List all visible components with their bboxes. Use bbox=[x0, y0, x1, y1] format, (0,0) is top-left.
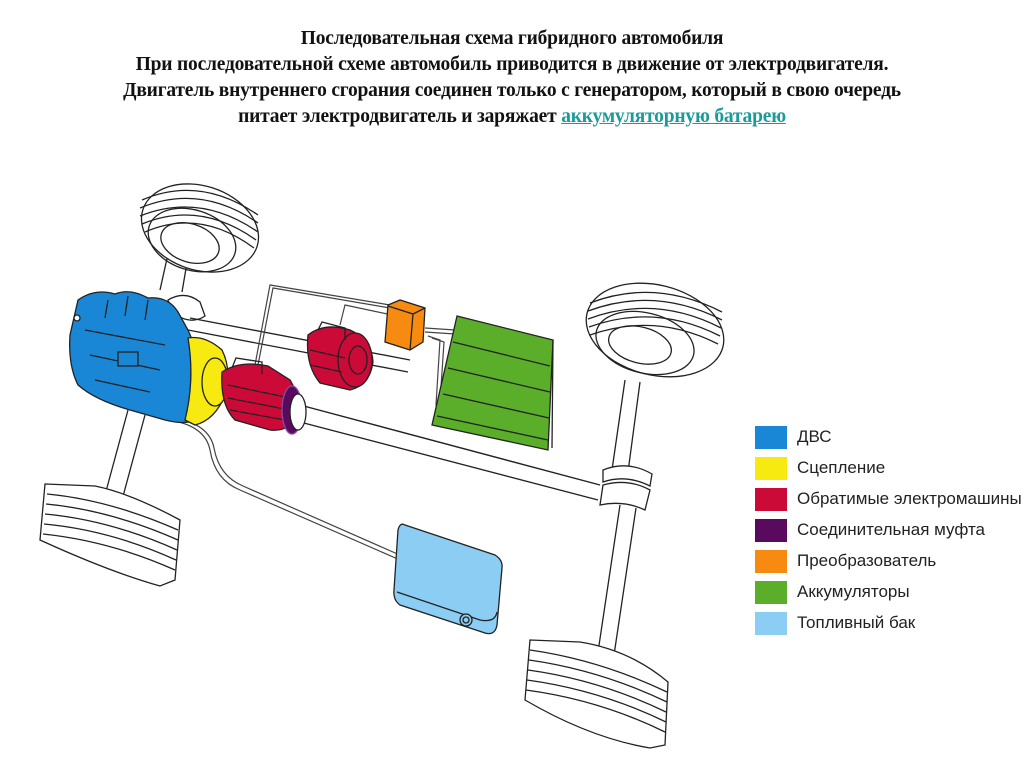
wheel-front-lower-right bbox=[524, 639, 669, 749]
wheel-rear-lower-left bbox=[39, 483, 181, 587]
legend-swatch-fuel-tank bbox=[755, 612, 787, 635]
legend-item-batteries: Аккумуляторы bbox=[755, 581, 1022, 612]
title-line-3: Двигатель внутреннего сгорания соединен … bbox=[123, 80, 901, 101]
legend-label-fuel-tank: Топливный бак bbox=[797, 613, 916, 632]
engine-ice bbox=[69, 291, 201, 424]
legend-item-electric-machines: Обратимые электромашины bbox=[755, 488, 1022, 519]
legend-swatch-batteries bbox=[755, 581, 787, 604]
shafts bbox=[104, 317, 653, 656]
legend-label-clutch: Сцепление bbox=[797, 458, 886, 477]
legend-swatch-engine bbox=[755, 426, 787, 449]
legend-label-electric-machines: Обратимые электромашины bbox=[797, 489, 1022, 508]
title-block: Последовательная схема гибридного автомо… bbox=[0, 26, 1024, 130]
legend-item-engine: ДВС bbox=[755, 426, 1022, 457]
title-line-4: питает электродвигатель и заряжает аккум… bbox=[0, 104, 1024, 130]
title-line-4-text: питает электродвигатель и заряжает bbox=[238, 106, 562, 127]
wheel-front-right bbox=[585, 282, 725, 378]
battery-link[interactable]: аккумуляторную батарею bbox=[561, 106, 786, 127]
batteries bbox=[431, 315, 554, 451]
legend-label-coupling: Соединительная муфта bbox=[797, 520, 985, 539]
legend-item-clutch: Сцепление bbox=[755, 457, 1022, 488]
legend: ДВС Сцепление Обратимые электромашины Со… bbox=[755, 426, 1022, 643]
legend-item-coupling: Соединительная муфта bbox=[755, 519, 1022, 550]
legend-item-converter: Преобразователь bbox=[755, 550, 1022, 581]
legend-swatch-electric-machines bbox=[755, 488, 787, 511]
coupling bbox=[281, 385, 307, 435]
wheel-rear-left bbox=[139, 183, 260, 321]
legend-label-converter: Преобразователь bbox=[797, 551, 937, 570]
legend-swatch-clutch bbox=[755, 457, 787, 480]
legend-swatch-coupling bbox=[755, 519, 787, 542]
legend-label-batteries: Аккумуляторы bbox=[797, 582, 910, 601]
generator bbox=[221, 357, 298, 431]
legend-item-fuel-tank: Топливный бак bbox=[755, 612, 1022, 643]
legend-swatch-converter bbox=[755, 550, 787, 573]
traction-motor bbox=[306, 321, 374, 391]
legend-label-engine: ДВС bbox=[797, 427, 832, 446]
converter-edge bbox=[387, 305, 426, 351]
fuel-tank bbox=[393, 523, 503, 635]
fuel-tank-edge bbox=[396, 591, 498, 622]
title-line-1: Последовательная схема гибридного автомо… bbox=[300, 28, 724, 49]
fuel-cap-icon bbox=[459, 613, 473, 627]
fuel-cap-inner bbox=[462, 616, 470, 624]
title-line-2: При последовательной схеме автомобиль пр… bbox=[135, 54, 889, 75]
